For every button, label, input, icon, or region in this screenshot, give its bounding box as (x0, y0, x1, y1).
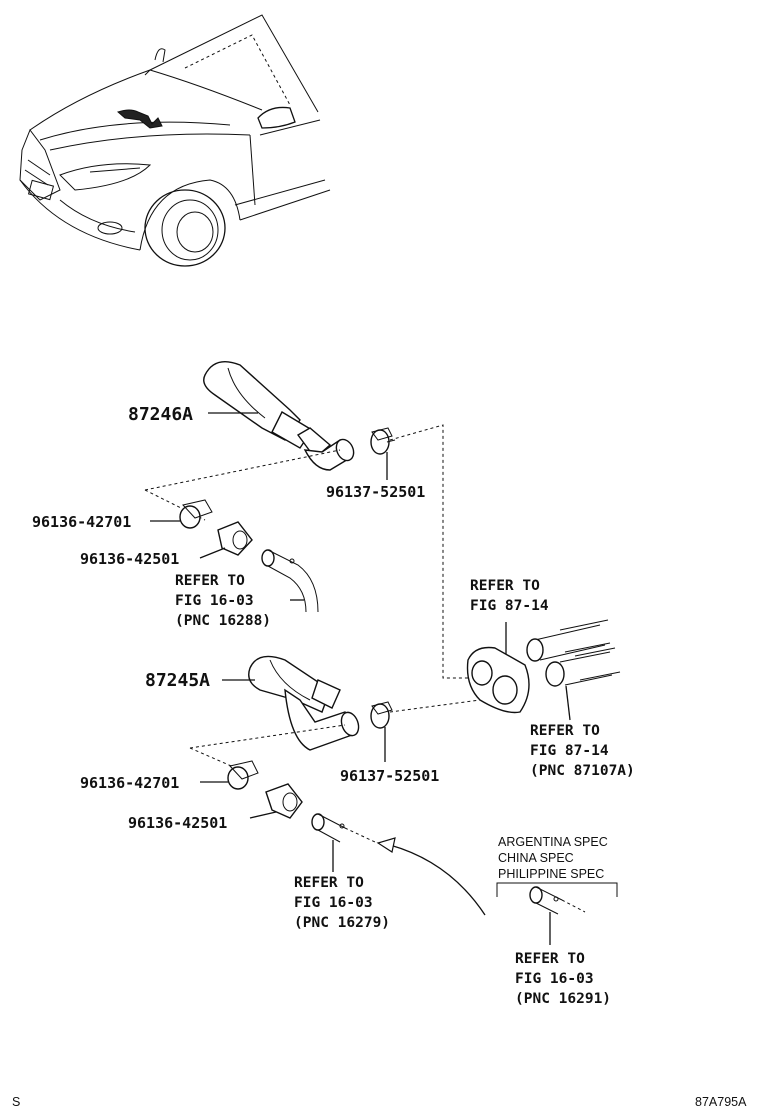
ref4-line2: FIG 16-03 (294, 895, 373, 911)
ref1-line2: FIG 16-03 (175, 593, 254, 609)
ref2-line2: FIG 87-14 (470, 598, 549, 614)
grommet-icon (466, 646, 530, 714)
clip-96137-upper-icon (370, 427, 396, 455)
hose-87246a-drawing (203, 361, 355, 471)
part-label-96137-upper: 96137-52501 (326, 483, 425, 501)
clip-96137-lower-icon (370, 701, 393, 729)
part-label-87245a: 87245A (145, 670, 210, 691)
clip-96136-42501-lower-icon (265, 783, 303, 819)
part-label-96136-42701-lower: 96136-42701 (80, 774, 179, 792)
ref5-line1: REFER TO (515, 951, 585, 967)
ref5-line3: (PNC 16291) (515, 991, 611, 1007)
dashed-guide-lower-right (389, 699, 481, 713)
car-illustration (19, 14, 331, 267)
ref1-line3: (PNC 16288) (175, 613, 271, 629)
clip-96136-42501-upper-icon (217, 521, 253, 556)
highlighted-part-icon (117, 109, 163, 129)
clip-96136-42701-lower-icon (227, 760, 259, 790)
part-label-96136-42701-upper: 96136-42701 (32, 513, 131, 531)
clip-96136-42701-upper-icon (179, 499, 213, 529)
ref4-line3: (PNC 16279) (294, 915, 390, 931)
dashed-guide-upper-right (389, 424, 470, 679)
dashed-guide-upper-left (144, 449, 341, 491)
heater-pipes-icon (526, 619, 621, 721)
spec-bracket (496, 882, 618, 897)
ref3-line2: FIG 87-14 (530, 743, 609, 759)
leader-96136-42501-upper (199, 547, 226, 559)
spec-line-china: CHINA SPEC (498, 851, 574, 865)
part-label-96136-42501-upper: 96136-42501 (80, 550, 179, 568)
ref1-line1: REFER TO (175, 573, 245, 589)
ref4-line1: REFER TO (294, 875, 364, 891)
ref3-line1: REFER TO (530, 723, 600, 739)
ref5-line2: FIG 16-03 (515, 971, 594, 987)
ref2-line1: REFER TO (470, 578, 540, 594)
dashed-guide-lower-left (189, 724, 346, 749)
part-label-96137-lower: 96137-52501 (340, 767, 439, 785)
footer-left-mark: S (12, 1095, 20, 1109)
arrowhead-icon (376, 837, 396, 853)
leader-96136-42501-lower (249, 811, 277, 819)
pipe-16279-icon (311, 813, 376, 843)
pipe-16288-icon (261, 549, 319, 613)
variant-arrow (389, 844, 486, 916)
part-label-87246a: 87246A (128, 404, 193, 425)
pipe-16291-icon (529, 886, 586, 915)
part-label-96136-42501-lower: 96136-42501 (128, 814, 227, 832)
ref3-line3: (PNC 87107A) (530, 763, 635, 779)
figure-code: 87A795A (695, 1095, 747, 1109)
hose-87245a-drawing (248, 655, 360, 751)
spec-line-argentina: ARGENTINA SPEC (498, 835, 608, 849)
spec-line-philippine: PHILIPPINE SPEC (498, 867, 604, 881)
